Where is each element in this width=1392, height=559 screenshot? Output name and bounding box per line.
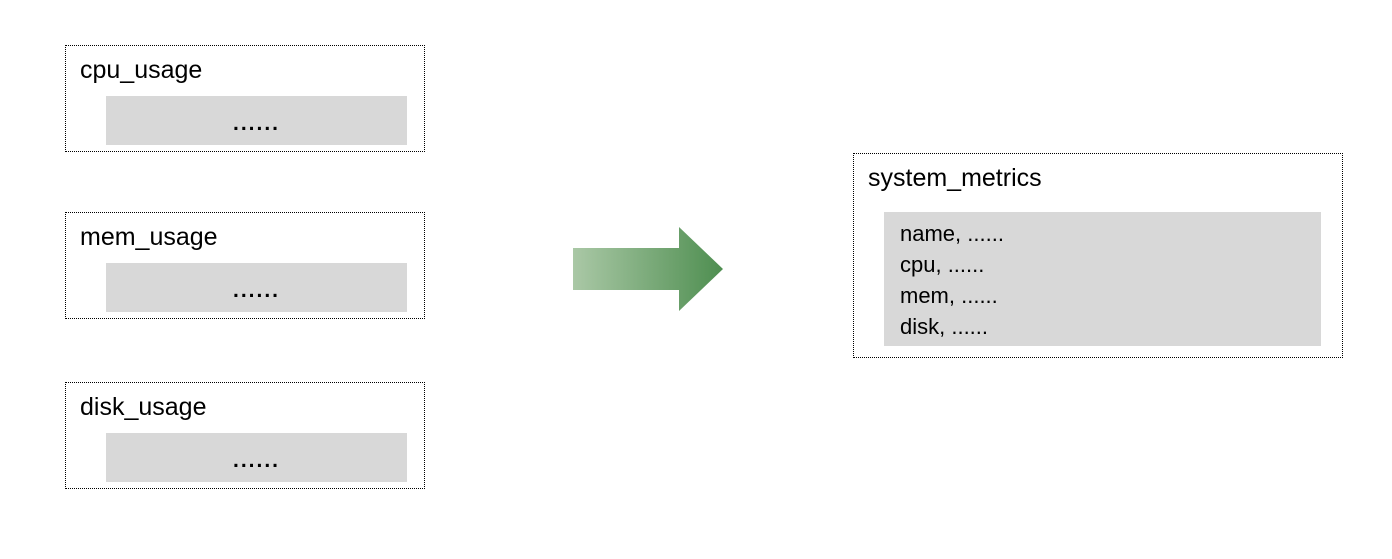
result-table-rows-area: name, ...... cpu, ...... mem, ...... dis… [884,212,1321,346]
rows-placeholder-dots: ...... [232,449,280,472]
source-table-rows-bar: ...... [106,433,407,482]
result-field-row: disk, ...... [900,314,989,339]
source-table-title: disk_usage [80,393,207,421]
rows-placeholder-dots: ...... [232,279,280,302]
source-table-rows-bar: ...... [106,263,407,312]
source-table-mem-usage: mem_usage ...... [65,212,425,319]
rows-placeholder-dots: ...... [232,112,280,135]
source-table-title: mem_usage [80,223,218,251]
result-field-row: name, ...... [900,221,1004,246]
source-table-rows-bar: ...... [106,96,407,145]
right-arrow-icon [573,227,723,311]
result-field-row: mem, ...... [900,283,998,308]
result-field-row: cpu, ...... [900,252,985,277]
result-table-system-metrics: system_metrics name, ...... cpu, ...... … [853,153,1343,358]
result-table-title: system_metrics [868,164,1042,192]
source-table-cpu-usage: cpu_usage ...... [65,45,425,152]
source-table-title: cpu_usage [80,56,203,84]
source-table-disk-usage: disk_usage ...... [65,382,425,489]
